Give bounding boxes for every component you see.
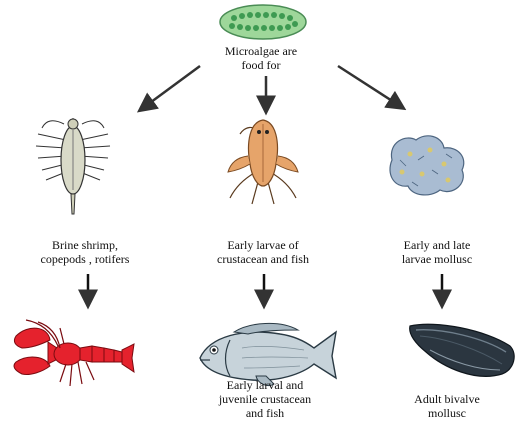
label-line: Early and late <box>372 238 502 252</box>
label-line: crustacean and fish <box>188 252 338 266</box>
root-label-line: food for <box>206 58 316 72</box>
label-line: Early larvae of <box>188 238 338 252</box>
label-line: Brine shrimp, <box>10 238 160 252</box>
arrow-to-brine-shrimp <box>143 66 200 108</box>
root-label-line: Microalgae are <box>206 44 316 58</box>
outcome-label-mussel: Adult bivalve mollusc <box>392 392 502 420</box>
microalgae-cell-icon <box>218 2 308 42</box>
lobster-icon <box>8 318 136 398</box>
label-line: mollusc <box>392 406 502 420</box>
consumer-label-mollusc-larvae: Early and late larvae mollusc <box>372 238 502 266</box>
arrow-to-mollusc-larvae <box>338 66 400 106</box>
mussel-icon <box>406 316 518 386</box>
consumer-label-crustacean-larva: Early larvae of crustacean and fish <box>188 238 338 266</box>
label-line: copepods , rotifers <box>10 252 160 266</box>
mollusc-larvae-icon <box>382 130 472 200</box>
label-line: Adult bivalve <box>392 392 502 406</box>
label-line: Early larval and <box>190 378 340 392</box>
label-line: and fish <box>190 406 340 420</box>
consumer-label-brine-shrimp: Brine shrimp, copepods , rotifers <box>10 238 160 266</box>
label-line: juvenile crustacean <box>190 392 340 406</box>
label-line: larvae mollusc <box>372 252 502 266</box>
crustacean-larva-icon <box>218 112 308 212</box>
brine-shrimp-icon <box>28 110 118 220</box>
root-label: Microalgae are food for <box>206 44 316 72</box>
outcome-label-fish: Early larval and juvenile crustacean and… <box>190 378 340 420</box>
